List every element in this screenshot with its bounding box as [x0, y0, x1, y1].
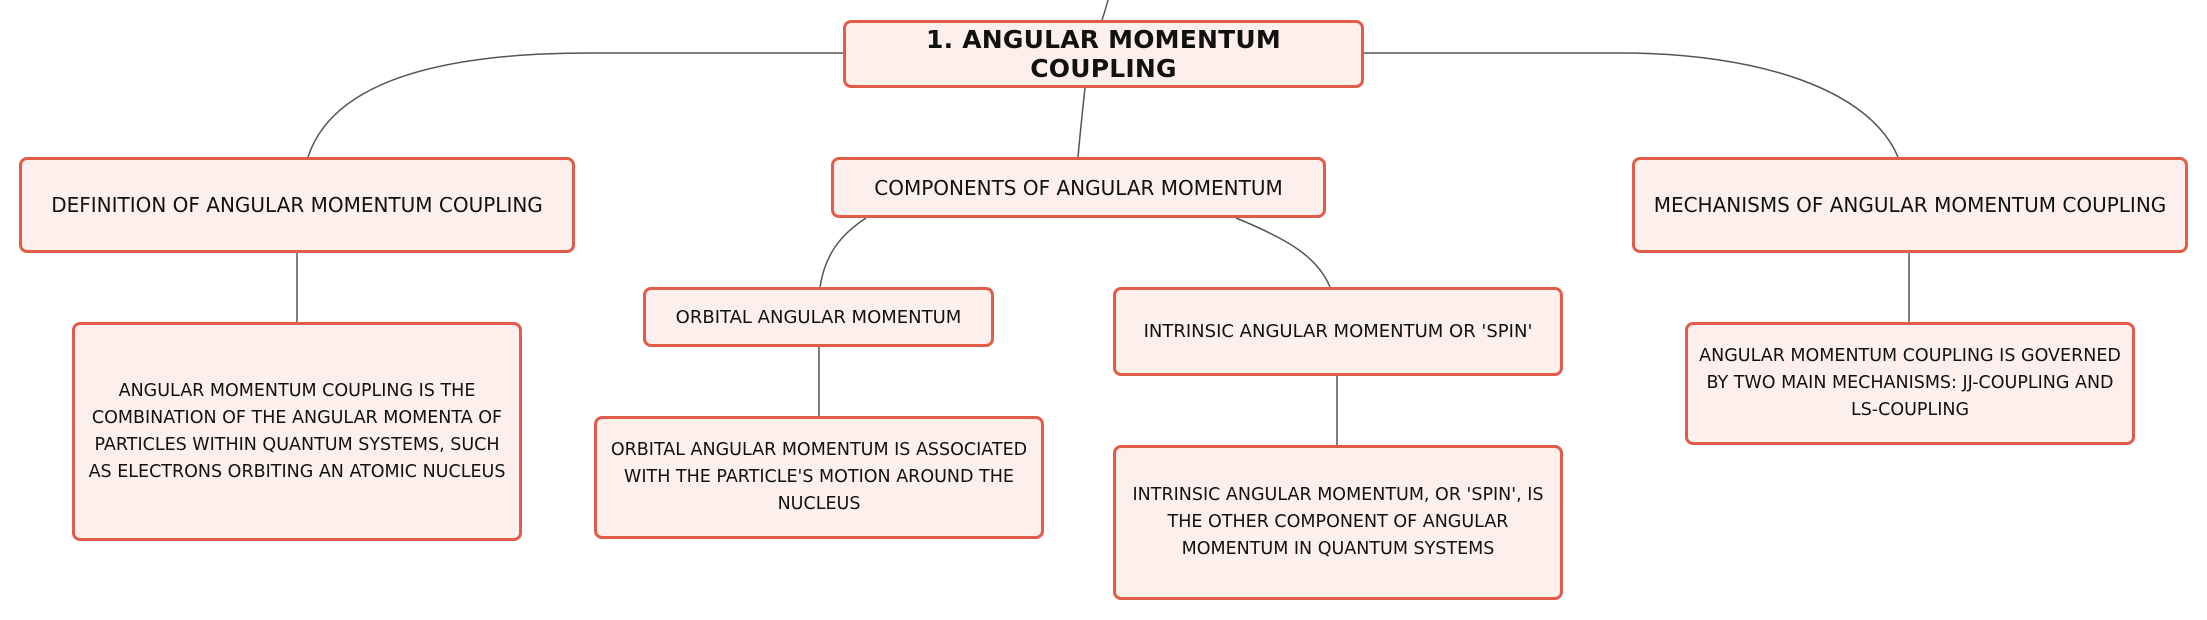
connector-root-mechanisms — [1363, 52, 1899, 158]
definition-node[interactable]: DEFINITION OF ANGULAR MOMENTUM COUPLING — [19, 157, 575, 253]
orbital-node[interactable]: ORBITAL ANGULAR MOMENTUM — [643, 287, 994, 347]
definition-detail-text: ANGULAR MOMENTUM COUPLING IS THE COMBINA… — [88, 380, 506, 482]
definition-label: DEFINITION OF ANGULAR MOMENTUM COUPLING — [51, 193, 543, 217]
orbital-detail-node[interactable]: ORBITAL ANGULAR MOMENTUM IS ASSOCIATED W… — [594, 416, 1044, 539]
spin-detail-node[interactable]: INTRINSIC ANGULAR MOMENTUM, OR 'SPIN', I… — [1113, 445, 1563, 600]
connector-components-orbital — [819, 217, 867, 288]
orbital-label: ORBITAL ANGULAR MOMENTUM — [675, 306, 962, 328]
connector-root-definition — [307, 52, 843, 158]
mechanisms-label: MECHANISMS OF ANGULAR MOMENTUM COUPLING — [1653, 193, 2167, 217]
spin-node[interactable]: INTRINSIC ANGULAR MOMENTUM OR 'SPIN' — [1113, 287, 1563, 376]
connector-root-components — [1077, 87, 1086, 158]
spin-detail-text: INTRINSIC ANGULAR MOMENTUM, OR 'SPIN', I… — [1132, 485, 1544, 559]
definition-detail-node[interactable]: ANGULAR MOMENTUM COUPLING IS THE COMBINA… — [72, 322, 522, 541]
orbital-detail-text: ORBITAL ANGULAR MOMENTUM IS ASSOCIATED W… — [610, 440, 1028, 514]
root-topic-node[interactable]: 1. ANGULAR MOMENTUM COUPLING — [843, 20, 1364, 88]
mechanisms-node[interactable]: MECHANISMS OF ANGULAR MOMENTUM COUPLING — [1632, 157, 2188, 253]
components-node[interactable]: COMPONENTS OF ANGULAR MOMENTUM — [831, 157, 1326, 218]
components-label: COMPONENTS OF ANGULAR MOMENTUM — [874, 175, 1283, 200]
root-topic-label: 1. ANGULAR MOMENTUM COUPLING — [926, 25, 1281, 83]
connector-root-parent — [1101, 0, 1109, 21]
spin-label: INTRINSIC ANGULAR MOMENTUM OR 'SPIN' — [1143, 321, 1533, 342]
mechanisms-detail-node[interactable]: ANGULAR MOMENTUM COUPLING IS GOVERNED BY… — [1685, 322, 2135, 445]
connector-components-spin — [1235, 217, 1331, 288]
mechanisms-detail-text: ANGULAR MOMENTUM COUPLING IS GOVERNED BY… — [1699, 346, 2121, 420]
